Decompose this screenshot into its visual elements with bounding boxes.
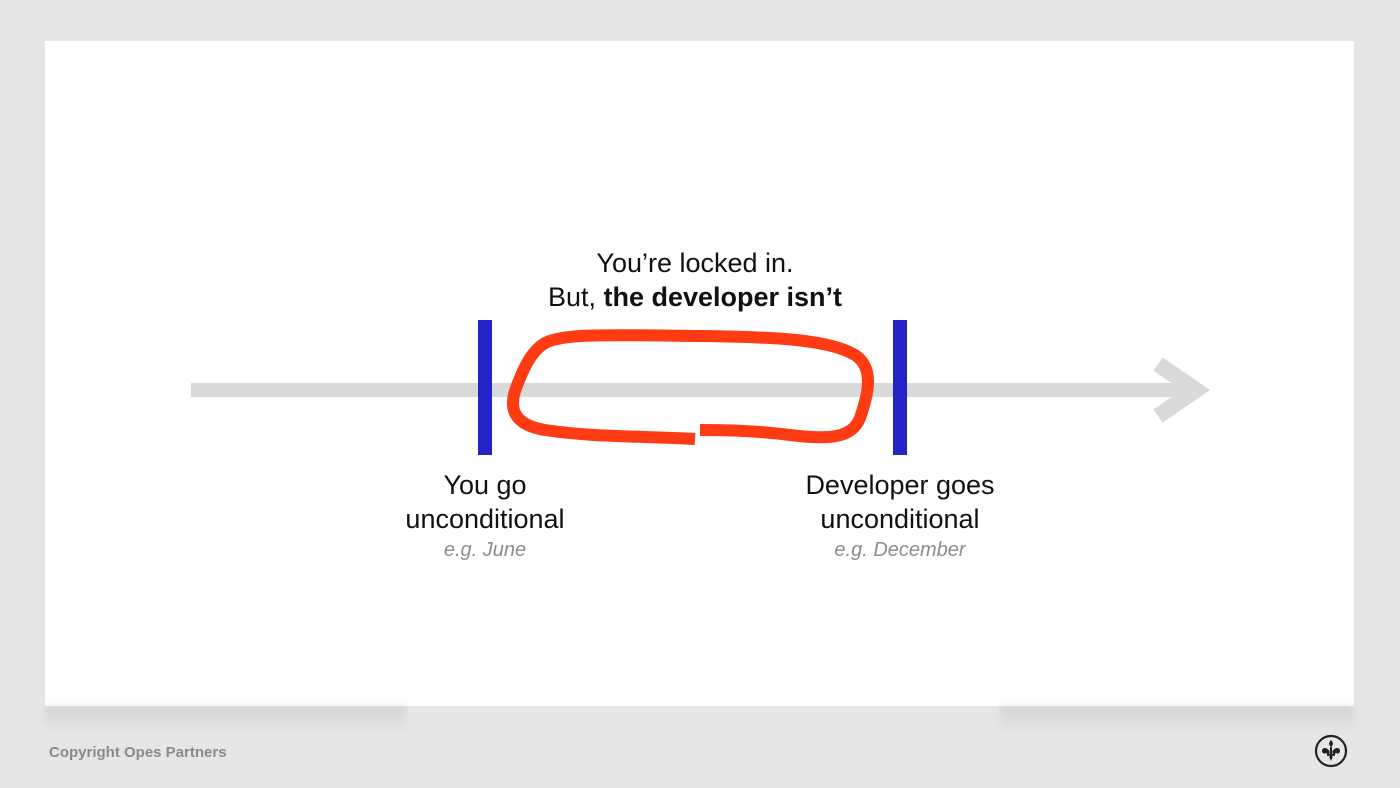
milestone-title-line-2: unconditional (405, 504, 565, 534)
slide-shadow-right (1000, 706, 1354, 732)
milestone-example: e.g. December (834, 539, 966, 561)
slide-shadow-left (45, 706, 405, 732)
milestone-title-line-1: You go (443, 470, 527, 500)
headline: You’re locked in. But, the developer isn… (470, 246, 920, 314)
highlight-loop (506, 329, 874, 445)
milestone-example: e.g. June (443, 539, 527, 561)
milestone-title-line-1: Developer goes (805, 470, 995, 500)
milestone-title-line-2: unconditional (820, 504, 980, 534)
marker-you-unconditional (478, 320, 492, 455)
milestone-developer-label: Developer goes unconditional e.g. Decemb… (770, 468, 1030, 564)
headline-prefix: But, (547, 282, 604, 312)
headline-emphasis: the developer isn’t (603, 282, 843, 312)
milestone-you-label: You go unconditional e.g. June (370, 468, 600, 564)
headline-line-2: But, the developer isn’t (470, 280, 920, 314)
arrow-right-icon (191, 357, 1211, 423)
slide-canvas (45, 41, 1354, 706)
marker-developer-unconditional (893, 320, 907, 455)
copyright-text: Copyright Opes Partners (49, 744, 227, 761)
headline-line-1: You’re locked in. (596, 248, 794, 278)
fleur-de-lis-icon (1314, 734, 1348, 768)
